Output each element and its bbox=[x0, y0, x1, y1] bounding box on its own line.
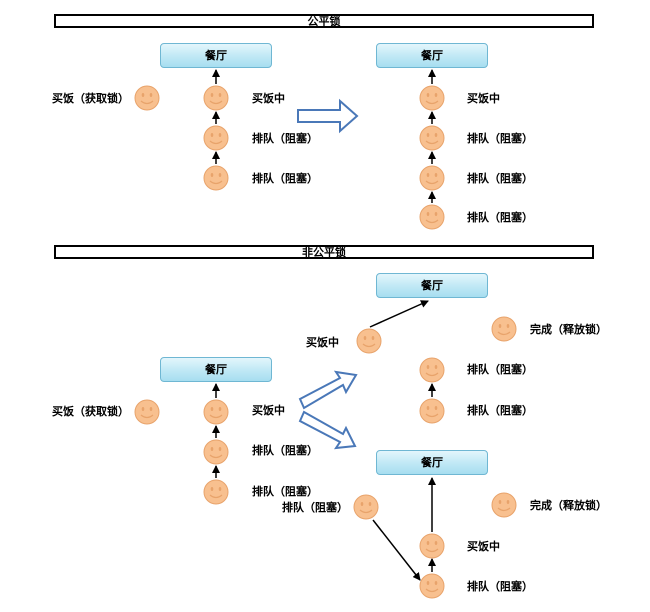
unfair-acquiring-label: 买饭（获取锁） bbox=[52, 405, 129, 418]
smiley-face-icon bbox=[419, 165, 445, 191]
smiley-face-icon bbox=[419, 125, 445, 151]
unfair-before-eating-label: 买饭中 bbox=[252, 404, 285, 417]
fair-after-queued-label-1: 排队（阻塞） bbox=[467, 132, 533, 145]
smiley-face-icon bbox=[134, 85, 160, 111]
fair-lock-title: 公平锁 bbox=[54, 14, 594, 28]
fair-after-queued-label-2: 排队（阻塞） bbox=[467, 172, 533, 185]
unfair-before-restaurant-box: 餐厅 bbox=[160, 357, 272, 382]
smiley-face-icon bbox=[203, 85, 229, 111]
smiley-face-icon bbox=[353, 494, 379, 520]
unfair-case1-queued-label-2: 排队（阻塞） bbox=[467, 404, 533, 417]
unfair-before-queued-label-1: 排队（阻塞） bbox=[252, 444, 318, 457]
fair-transition-arrow bbox=[297, 98, 359, 134]
fair-before-queued-label-1: 排队（阻塞） bbox=[252, 132, 318, 145]
unfair-transition-arrow-down bbox=[298, 410, 357, 450]
fair-acquiring-label: 买饭（获取锁） bbox=[52, 92, 129, 105]
unfair-case2-requeue-label: 排队（阻塞） bbox=[282, 501, 348, 514]
smiley-face-icon bbox=[203, 479, 229, 505]
unfair-case1-restaurant-box: 餐厅 bbox=[376, 273, 488, 298]
unfair-case2-eating-label: 买饭中 bbox=[467, 540, 500, 553]
unfair-case2-requeue-arrow bbox=[372, 519, 421, 581]
unfair-case2-done-label: 完成（释放锁） bbox=[530, 499, 607, 512]
unfair-case1-cutin-arrow bbox=[369, 300, 429, 328]
smiley-face-icon bbox=[203, 165, 229, 191]
unfair-transition-arrow-up bbox=[298, 370, 358, 410]
fair-after-restaurant-box: 餐厅 bbox=[376, 43, 488, 68]
unfair-case1-done-label: 完成（释放锁） bbox=[530, 323, 607, 336]
smiley-face-icon bbox=[419, 357, 445, 383]
unfair-case1-queued-label-1: 排队（阻塞） bbox=[467, 363, 533, 376]
smiley-face-icon bbox=[419, 533, 445, 559]
smiley-face-icon bbox=[134, 399, 160, 425]
unfair-lock-title: 非公平锁 bbox=[54, 245, 594, 259]
fair-before-eating-label: 买饭中 bbox=[252, 92, 285, 105]
fair-before-restaurant-box: 餐厅 bbox=[160, 43, 272, 68]
fair-before-queued-label-2: 排队（阻塞） bbox=[252, 172, 318, 185]
smiley-face-icon bbox=[203, 439, 229, 465]
unfair-case1-eating-label: 买饭中 bbox=[306, 336, 339, 349]
fair-after-eating-label: 买饭中 bbox=[467, 92, 500, 105]
smiley-face-icon bbox=[419, 398, 445, 424]
unfair-case2-restaurant-box: 餐厅 bbox=[376, 450, 488, 475]
smiley-face-icon bbox=[491, 316, 517, 342]
smiley-face-icon bbox=[203, 399, 229, 425]
unfair-case2-queued-label: 排队（阻塞） bbox=[467, 580, 533, 593]
smiley-face-icon bbox=[419, 85, 445, 111]
smiley-face-icon bbox=[419, 204, 445, 230]
smiley-face-icon bbox=[356, 328, 382, 354]
smiley-face-icon bbox=[203, 125, 229, 151]
smiley-face-icon bbox=[419, 573, 445, 599]
unfair-before-queued-label-2: 排队（阻塞） bbox=[252, 485, 318, 498]
smiley-face-icon bbox=[491, 492, 517, 518]
fair-after-queued-label-3: 排队（阻塞） bbox=[467, 211, 533, 224]
